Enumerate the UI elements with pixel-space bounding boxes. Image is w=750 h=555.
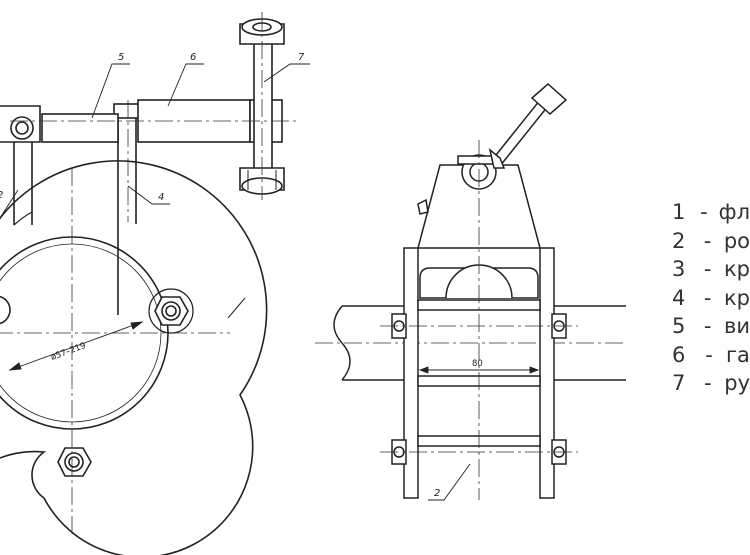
callout-7: 7 — [298, 52, 305, 63]
legend-item: 6-га — [672, 342, 750, 367]
callout-leader-2 — [428, 463, 471, 501]
legend-item: 4-кр — [672, 285, 750, 310]
handle-rod — [253, 39, 273, 181]
callout-4: 4 — [158, 192, 164, 203]
callout-2-left: 2 — [0, 190, 3, 201]
hex-nut-bottom — [57, 447, 92, 477]
diameter-dimension — [8, 321, 144, 371]
callout-2-right: 2 — [434, 488, 440, 499]
legend-item: 5-ви — [672, 314, 750, 338]
legend-item: 1-фл — [672, 200, 750, 224]
callout-5: 5 — [118, 52, 124, 63]
bracket-pin — [10, 116, 34, 140]
screw-shaft — [41, 113, 119, 143]
spacing-dimension — [418, 366, 540, 374]
clamp-bar — [117, 112, 137, 315]
legend-item: 3-кр — [672, 257, 750, 281]
center-lines-side — [380, 140, 578, 500]
spacing-label: 80 — [472, 359, 483, 369]
front-view — [0, 18, 285, 555]
parts-legend: 1-фл 2-ро 3-кр 4-кр 5-ви 6-га 7-ру — [672, 198, 750, 398]
callout-6: 6 — [190, 52, 196, 63]
callout-leaders-front — [0, 63, 310, 219]
hex-nut-right — [154, 296, 189, 326]
legend-item: 2-ро — [672, 228, 750, 253]
legend-item: 7-ру — [672, 371, 750, 395]
